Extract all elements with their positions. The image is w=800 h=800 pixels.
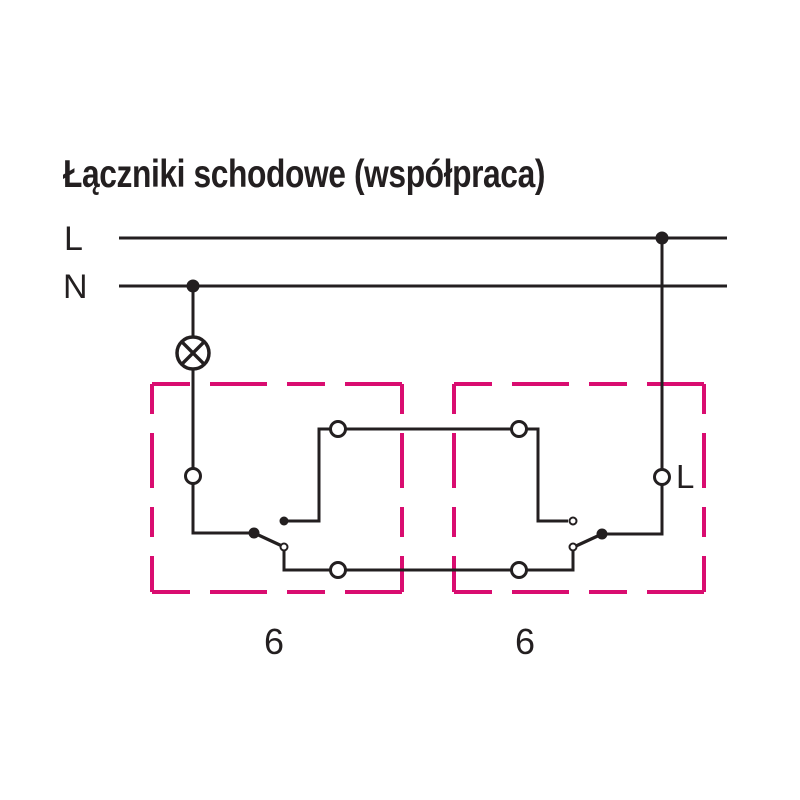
live-junction-dot (655, 231, 669, 245)
switch1-traveler-terminal-bottom (329, 561, 347, 579)
live-line-label: L (64, 220, 83, 258)
switch1-common-terminal (184, 467, 202, 485)
lamp-icon (175, 335, 211, 371)
switch2-lower-contact-circle (568, 542, 578, 552)
switch2-traveler-terminal-bottom (510, 561, 528, 579)
switch2-common-wire (602, 238, 664, 536)
switch1-common-wire (191, 369, 254, 535)
staircase-switch-2-mechanism (568, 516, 608, 552)
traveler-wire-top (284, 427, 568, 523)
lamp-cross-stroke-2 (180, 340, 206, 366)
switch-box-1 (150, 382, 404, 594)
switch-box-2 (452, 382, 706, 594)
switch2-upper-contact-circle (568, 516, 578, 526)
page-title: Łączniki schodowe (współpraca) (63, 153, 545, 196)
neutral-junction-dot (186, 279, 200, 293)
switch1-model-label: 6 (264, 621, 284, 662)
switch2-terminal-label: L (676, 458, 694, 495)
switch1-traveler-terminal-top (329, 420, 347, 438)
staircase-switch-1-mechanism (248, 516, 289, 552)
neutral-line-label: N (63, 268, 88, 306)
switch1-pivot-dot (248, 527, 260, 539)
switch2-traveler-terminal-top (510, 420, 528, 438)
switch2-pivot-dot (596, 528, 608, 540)
switch1-lower-contact-circle (279, 542, 289, 552)
switch1-upper-contact-dot (279, 516, 289, 526)
switch2-live-terminal (653, 468, 671, 486)
traveler-wire-bottom (282, 551, 575, 572)
switch2-model-label: 6 (515, 621, 535, 662)
